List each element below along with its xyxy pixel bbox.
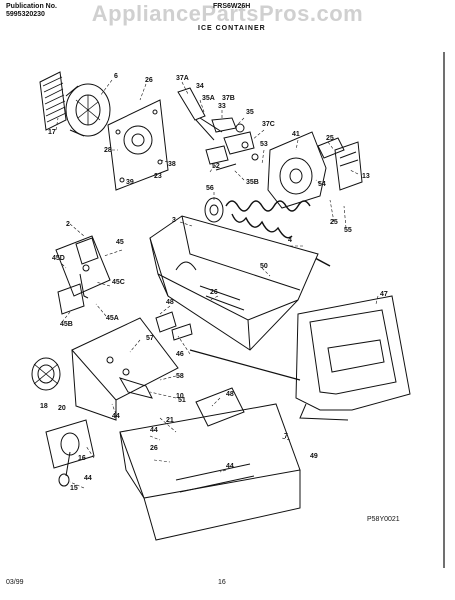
diagram-reference: P58Y0021 xyxy=(367,516,400,523)
callout-35b: 35B xyxy=(246,179,259,186)
ice-container xyxy=(149,215,319,351)
auger-motor xyxy=(267,131,345,209)
callout-45c: 45C xyxy=(112,279,125,286)
auger-assembly xyxy=(204,197,331,267)
callout-10: 10 xyxy=(176,393,184,400)
solenoid-box-detail xyxy=(55,235,111,315)
callout-39: 39 xyxy=(126,179,134,186)
model-number: FRS6W26H xyxy=(213,3,251,10)
callout-51: 51 xyxy=(178,397,186,404)
callout-57: 57 xyxy=(146,335,154,342)
publication-number: 5995320230 xyxy=(6,11,45,18)
callout-26: 26 xyxy=(145,77,153,84)
callout-38: 38 xyxy=(168,161,176,168)
callout-35: 35 xyxy=(246,109,254,116)
callout-7: 7 xyxy=(284,433,288,440)
callout-20: 20 xyxy=(58,405,66,412)
callout-41: 41 xyxy=(292,131,300,138)
callout-54: 54 xyxy=(318,181,326,188)
callout-47: 47 xyxy=(380,291,388,298)
callout-6: 6 xyxy=(114,73,118,80)
callout-44: 44 xyxy=(84,475,92,482)
callout-25: 25 xyxy=(330,219,338,226)
callout-13: 13 xyxy=(362,173,370,180)
callout-53: 53 xyxy=(260,141,268,148)
callout-23: 23 xyxy=(154,173,162,180)
fan-housing xyxy=(65,83,111,137)
section-title: ICE CONTAINER xyxy=(198,25,266,32)
switch-parts xyxy=(155,311,301,381)
callout-17: 17 xyxy=(48,129,56,136)
callout-50: 50 xyxy=(260,263,268,270)
callout-48: 48 xyxy=(166,299,174,306)
publication-label: Publication No. xyxy=(6,3,57,10)
callout-49: 49 xyxy=(310,453,318,460)
callout-34: 34 xyxy=(196,83,204,90)
control-bracket xyxy=(71,317,179,421)
callout-15: 15 xyxy=(70,485,78,492)
callout-45d: 45D xyxy=(52,255,65,262)
callout-45: 45 xyxy=(116,239,124,246)
callout-35a: 35A xyxy=(202,95,215,102)
callout-44: 44 xyxy=(150,427,158,434)
callout-48: 48 xyxy=(226,391,234,398)
callout-58: 58 xyxy=(176,373,184,380)
footer-date: 03/99 xyxy=(6,579,24,586)
callout-21: 21 xyxy=(166,417,174,424)
callout-18: 18 xyxy=(40,403,48,410)
callout-44: 44 xyxy=(226,463,234,470)
solenoid-linkage xyxy=(177,87,259,171)
callout-37a: 37A xyxy=(176,75,189,82)
callout-25: 25 xyxy=(326,135,334,142)
callout-26: 26 xyxy=(210,289,218,296)
callout-26: 26 xyxy=(150,445,158,452)
dispenser-cover xyxy=(295,295,411,421)
callout-55: 55 xyxy=(344,227,352,234)
callout-4: 4 xyxy=(288,237,292,244)
motor-bracket xyxy=(334,141,363,191)
callout-46: 46 xyxy=(176,351,184,358)
callout-45a: 45A xyxy=(106,315,119,322)
callout-37c: 37C xyxy=(262,121,275,128)
motor-plate xyxy=(107,99,169,191)
drive-motor xyxy=(31,357,61,391)
callout-16: 16 xyxy=(78,455,86,462)
callout-56: 56 xyxy=(206,185,214,192)
callout-45b: 45B xyxy=(60,321,73,328)
page-number: 16 xyxy=(218,579,226,586)
callout-2: 2 xyxy=(66,221,70,228)
callout-37b: 37B xyxy=(222,95,235,102)
lamp-socket xyxy=(45,419,95,487)
fan-grille xyxy=(39,71,67,131)
callout-44: 44 xyxy=(112,413,120,420)
lower-housing xyxy=(119,387,301,541)
callout-52: 52 xyxy=(212,163,220,170)
callout-33: 33 xyxy=(218,103,226,110)
callout-3: 3 xyxy=(172,217,176,224)
callout-28: 28 xyxy=(104,147,112,154)
